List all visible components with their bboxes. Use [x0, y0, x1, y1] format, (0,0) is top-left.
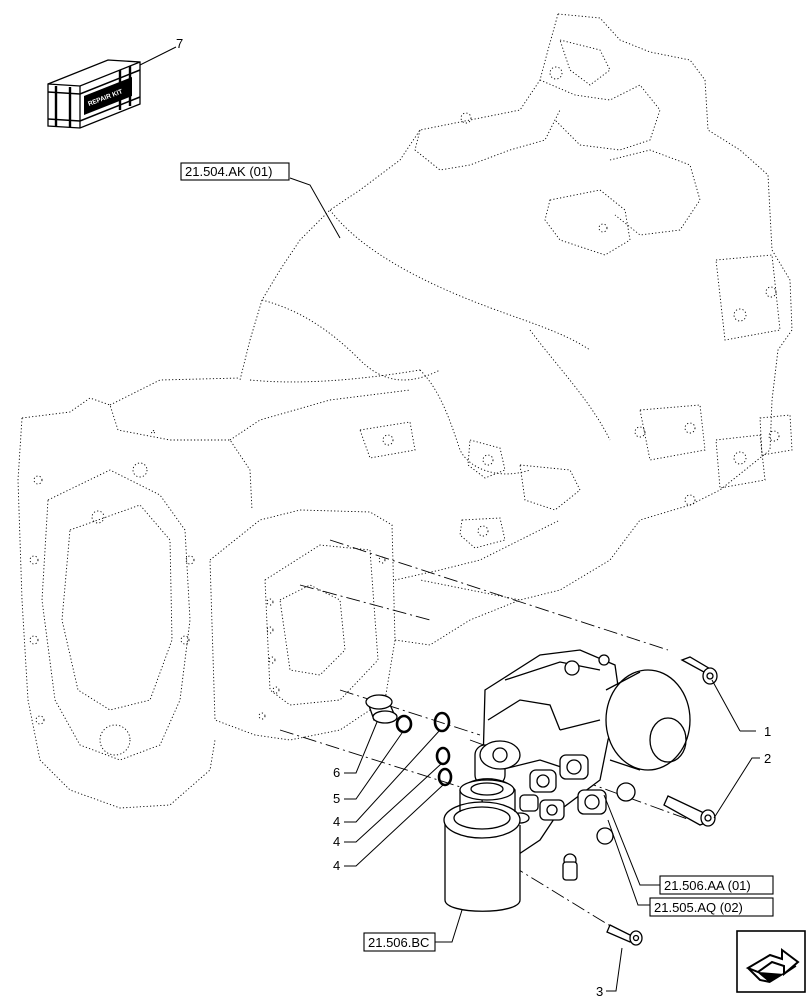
o-ring-4c[interactable] [437, 767, 453, 787]
o-ring-4a[interactable] [433, 711, 451, 733]
item-number-6: 6 [333, 765, 340, 780]
item-number-4a: 4 [333, 814, 340, 829]
ref-box-valve-block[interactable]: 21.506.AA (01) [659, 875, 774, 895]
ref-housing-text: 21.504.AK (01) [185, 164, 272, 179]
ref-box-filter[interactable]: 21.506.BC [363, 932, 436, 952]
item-number-7: 7 [176, 36, 183, 51]
bolt-1[interactable] [680, 656, 718, 685]
item-number-1: 1 [764, 724, 771, 739]
item-number-5: 5 [333, 791, 340, 806]
ref-box-housing[interactable]: 21.504.AK (01) [180, 162, 290, 181]
ref-filter-valve-text: 21.505.AQ (02) [654, 900, 743, 915]
item-number-4c: 4 [333, 858, 340, 873]
valve-block-assembly[interactable] [474, 649, 691, 881]
bolt-2[interactable] [663, 795, 716, 827]
next-page-arrow-icon[interactable] [736, 930, 806, 993]
filter-canister[interactable] [443, 778, 521, 912]
o-ring-5[interactable] [395, 714, 413, 734]
item-number-2: 2 [764, 751, 771, 766]
ref-box-filter-valve[interactable]: 21.505.AQ (02) [649, 897, 774, 917]
assembly-center-lines [279, 539, 691, 939]
item-number-labels: 7 1 2 3 6 5 4 4 4 [176, 36, 771, 999]
repair-kit-box-icon: REPAIR KIT [47, 59, 141, 129]
item-number-3: 3 [596, 984, 603, 999]
sleeve-6[interactable] [365, 694, 398, 724]
item-number-4b: 4 [333, 834, 340, 849]
ref-filter-text: 21.506.BC [368, 935, 429, 950]
transmission-housing [17, 13, 793, 809]
leader-lines [139, 46, 760, 992]
o-ring-4b[interactable] [435, 746, 451, 766]
ref-valve-block-text: 21.506.AA (01) [664, 878, 751, 893]
bolt-3[interactable] [606, 924, 643, 946]
